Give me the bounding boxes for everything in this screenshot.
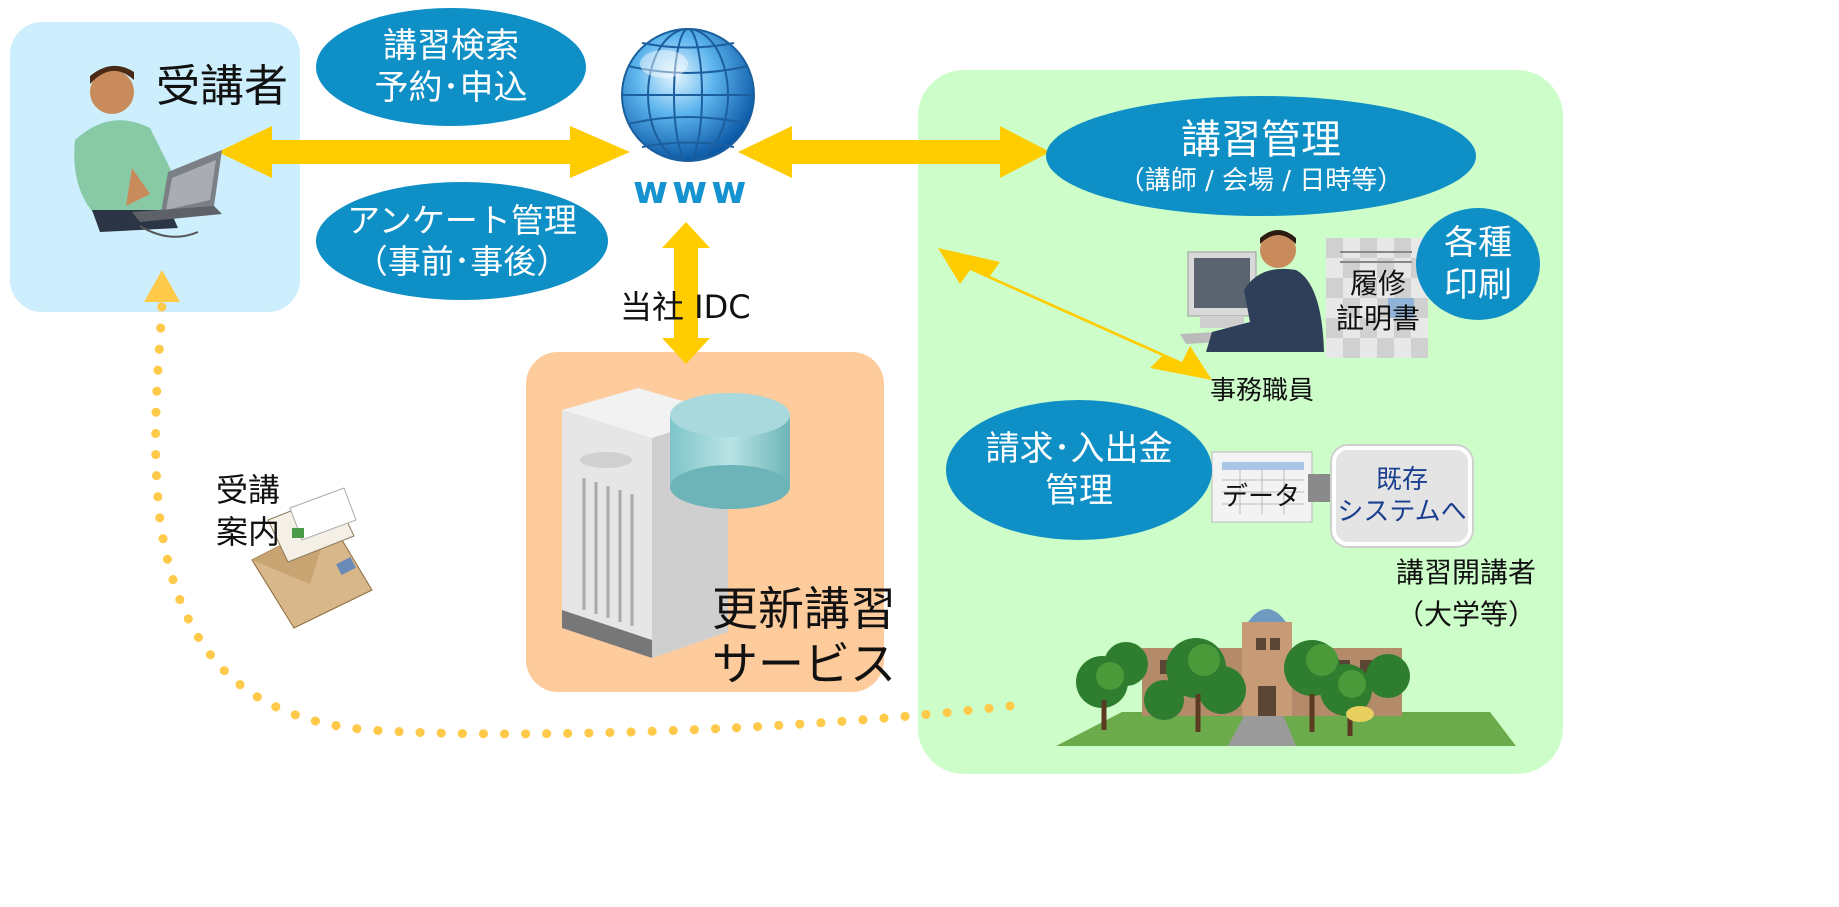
- existing-system-box: 既存 システムへ: [1332, 446, 1472, 546]
- organizer-line2: （大学等）: [1395, 598, 1536, 631]
- certificate-document-icon: [1326, 238, 1428, 358]
- campus-building-icon: [1056, 609, 1516, 746]
- survey-bubble-line2: （事前･事後）: [354, 242, 570, 281]
- survey-bubble-line1: アンケート管理: [347, 200, 577, 240]
- printing-line1: 各種: [1444, 222, 1512, 263]
- notice-line2: 案内: [216, 512, 281, 551]
- envelope-icon: [251, 487, 373, 629]
- course-management-bubble: 講習管理 （講師 / 会場 / 日時等）: [1046, 96, 1476, 216]
- billing-bubble: 請求･入出金 管理: [946, 400, 1212, 540]
- search-bubble-line2: 予約･申込: [374, 68, 528, 108]
- course-mgmt-line2: （講師 / 会場 / 日時等）: [1118, 165, 1404, 196]
- course-mgmt-line1: 講習管理: [1181, 116, 1341, 163]
- arrow-learner-www: [218, 126, 630, 178]
- organizer-label: 講習開講者 （大学等）: [1384, 552, 1548, 636]
- billing-line1: 請求･入出金: [985, 428, 1173, 469]
- idc-label: 当社 IDC: [620, 288, 751, 326]
- database-icon: [670, 393, 790, 509]
- search-bubble-line1: 講習検索: [383, 25, 519, 66]
- globe-icon: [621, 28, 755, 162]
- service-label: 更新講習 サービス: [712, 582, 896, 692]
- notice-label: 受講 案内: [216, 470, 280, 553]
- arrow-staff-www: [938, 248, 1212, 380]
- dotted-notice-path: [151, 295, 1015, 739]
- arrow-www-course-mgmt: [738, 126, 1050, 178]
- service-label-line2: サービス: [712, 637, 896, 692]
- certificate-label: 履修 証明書: [1330, 266, 1426, 336]
- printing-bubble: 各種 印刷: [1416, 208, 1540, 320]
- billing-line2: 管理: [1045, 471, 1113, 511]
- dotted-arrow-head: [144, 270, 180, 302]
- search-reservation-bubble: 講習検索 予約･申込: [316, 8, 586, 126]
- www-label: www: [633, 168, 751, 212]
- learner-title: 受講者: [156, 61, 288, 112]
- existing-system-line1: 既存: [1375, 464, 1428, 495]
- data-sheet-icon: [1211, 451, 1313, 523]
- office-staff-label: 事務職員: [1210, 376, 1315, 406]
- learner-person-icon: [74, 65, 222, 238]
- certificate-line1: 履修: [1349, 267, 1406, 300]
- office-staff-icon: [1180, 230, 1324, 352]
- organizer-line1: 講習開講者: [1395, 556, 1536, 589]
- data-sheet-label: データ: [1222, 482, 1301, 512]
- existing-system-line2: システムへ: [1337, 497, 1467, 527]
- service-label-line1: 更新講習: [712, 582, 896, 636]
- survey-management-bubble: アンケート管理 （事前･事後）: [316, 182, 608, 300]
- certificate-line2: 証明書: [1335, 302, 1420, 335]
- notice-line1: 受講: [216, 471, 281, 509]
- arrow-www-idc: [662, 222, 710, 364]
- printing-line2: 印刷: [1444, 265, 1512, 305]
